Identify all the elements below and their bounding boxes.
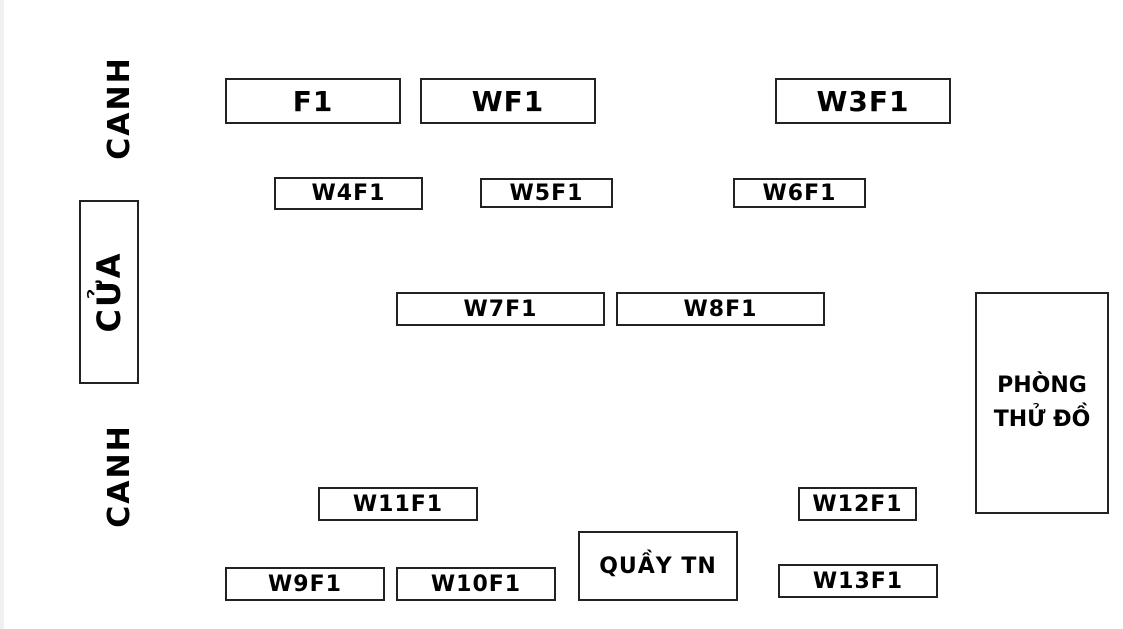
- table-w11f1[interactable]: W11F1: [318, 487, 478, 521]
- fitting-room-label-line1: PHÒNG: [997, 373, 1087, 398]
- table-w6f1[interactable]: W6F1: [733, 178, 866, 208]
- wall-label-top: CANH: [102, 56, 137, 160]
- table-f1[interactable]: F1: [225, 78, 401, 124]
- table-w7f1[interactable]: W7F1: [396, 292, 605, 326]
- counter-quay-tn[interactable]: QUẦY TN: [578, 531, 738, 601]
- table-wf1[interactable]: WF1: [420, 78, 596, 124]
- wall-label-bottom: CANH: [102, 424, 137, 528]
- table-w4f1[interactable]: W4F1: [274, 177, 423, 210]
- door-label: CỬA: [90, 251, 128, 333]
- table-w9f1[interactable]: W9F1: [225, 567, 385, 601]
- table-w3f1[interactable]: W3F1: [775, 78, 951, 124]
- fitting-room-label-line2: THỬ ĐỒ: [993, 407, 1091, 432]
- table-w5f1[interactable]: W5F1: [480, 178, 613, 208]
- table-w13f1[interactable]: W13F1: [778, 564, 938, 598]
- fitting-room[interactable]: PHÒNG THỬ ĐỒ: [975, 292, 1109, 514]
- table-w10f1[interactable]: W10F1: [396, 567, 556, 601]
- door: [79, 200, 139, 384]
- left-edge-strip: [0, 0, 4, 629]
- table-w8f1[interactable]: W8F1: [616, 292, 825, 326]
- table-w12f1[interactable]: W12F1: [798, 487, 917, 521]
